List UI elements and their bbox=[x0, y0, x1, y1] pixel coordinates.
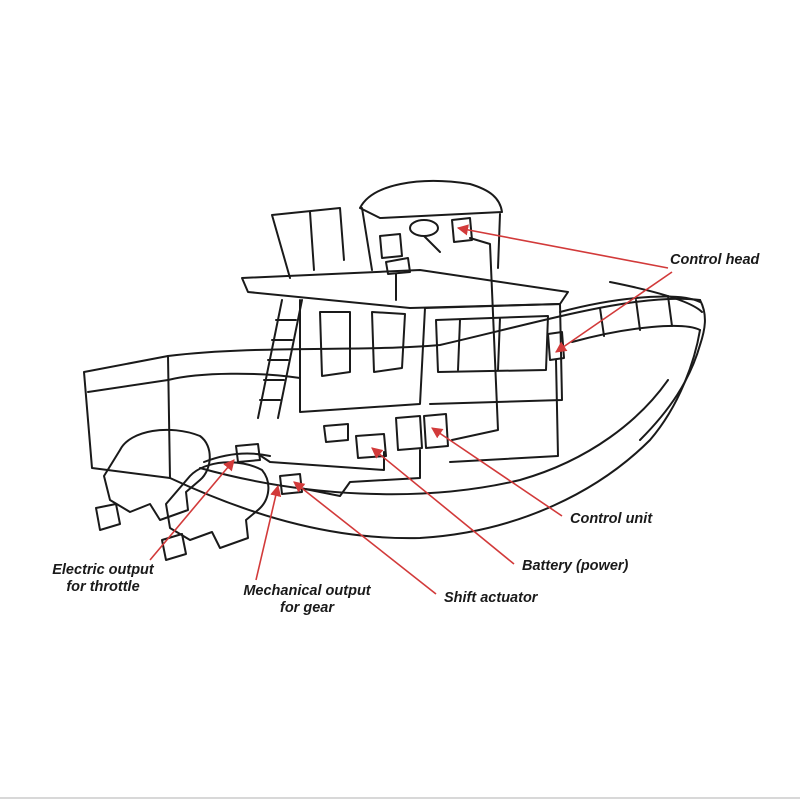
label-control-head-text: Control head bbox=[670, 252, 760, 268]
label-control-unit-text: Control unit bbox=[570, 511, 653, 527]
label-control-unit: Control unit bbox=[570, 511, 652, 528]
label-control-head: Control head bbox=[670, 252, 759, 269]
label-mechanical-output: Mechanical output for gear bbox=[232, 583, 382, 617]
arrow-battery bbox=[371, 447, 515, 565]
outboard-engines bbox=[95, 428, 271, 561]
control-head-lower bbox=[547, 331, 565, 361]
control-head-upper bbox=[451, 217, 473, 243]
label-battery: Battery (power) bbox=[522, 558, 628, 575]
label-shift-actuator-text: Shift actuator bbox=[444, 590, 538, 606]
label-mechanical-output-line2: for gear bbox=[280, 600, 334, 616]
label-mechanical-output-line1: Mechanical output bbox=[243, 583, 371, 599]
arrow-mechanical-output bbox=[255, 484, 282, 581]
control-components bbox=[235, 217, 565, 497]
callout-arrows bbox=[149, 224, 673, 595]
arrow-electric-output bbox=[149, 459, 235, 561]
label-shift-actuator: Shift actuator bbox=[444, 590, 537, 607]
arrow-control-head-lower bbox=[555, 271, 673, 353]
control-unit-left bbox=[395, 415, 423, 451]
bottom-divider bbox=[0, 797, 800, 799]
label-electric-output-line2: for throttle bbox=[66, 579, 140, 595]
arrow-shift-actuator bbox=[293, 481, 437, 595]
arrow-control-head-upper bbox=[456, 224, 669, 269]
throttle-output-box bbox=[235, 443, 261, 463]
boat-hull bbox=[83, 281, 706, 540]
arrow-control-unit bbox=[431, 427, 563, 517]
shift-actuator-box bbox=[279, 473, 303, 495]
label-battery-text: Battery (power) bbox=[522, 558, 629, 574]
label-electric-output-line1: Electric output bbox=[52, 562, 154, 578]
control-unit-right bbox=[423, 413, 449, 449]
battery-box bbox=[355, 433, 387, 459]
boat-cabin bbox=[167, 180, 569, 419]
label-electric-output: Electric output for throttle bbox=[44, 562, 162, 596]
